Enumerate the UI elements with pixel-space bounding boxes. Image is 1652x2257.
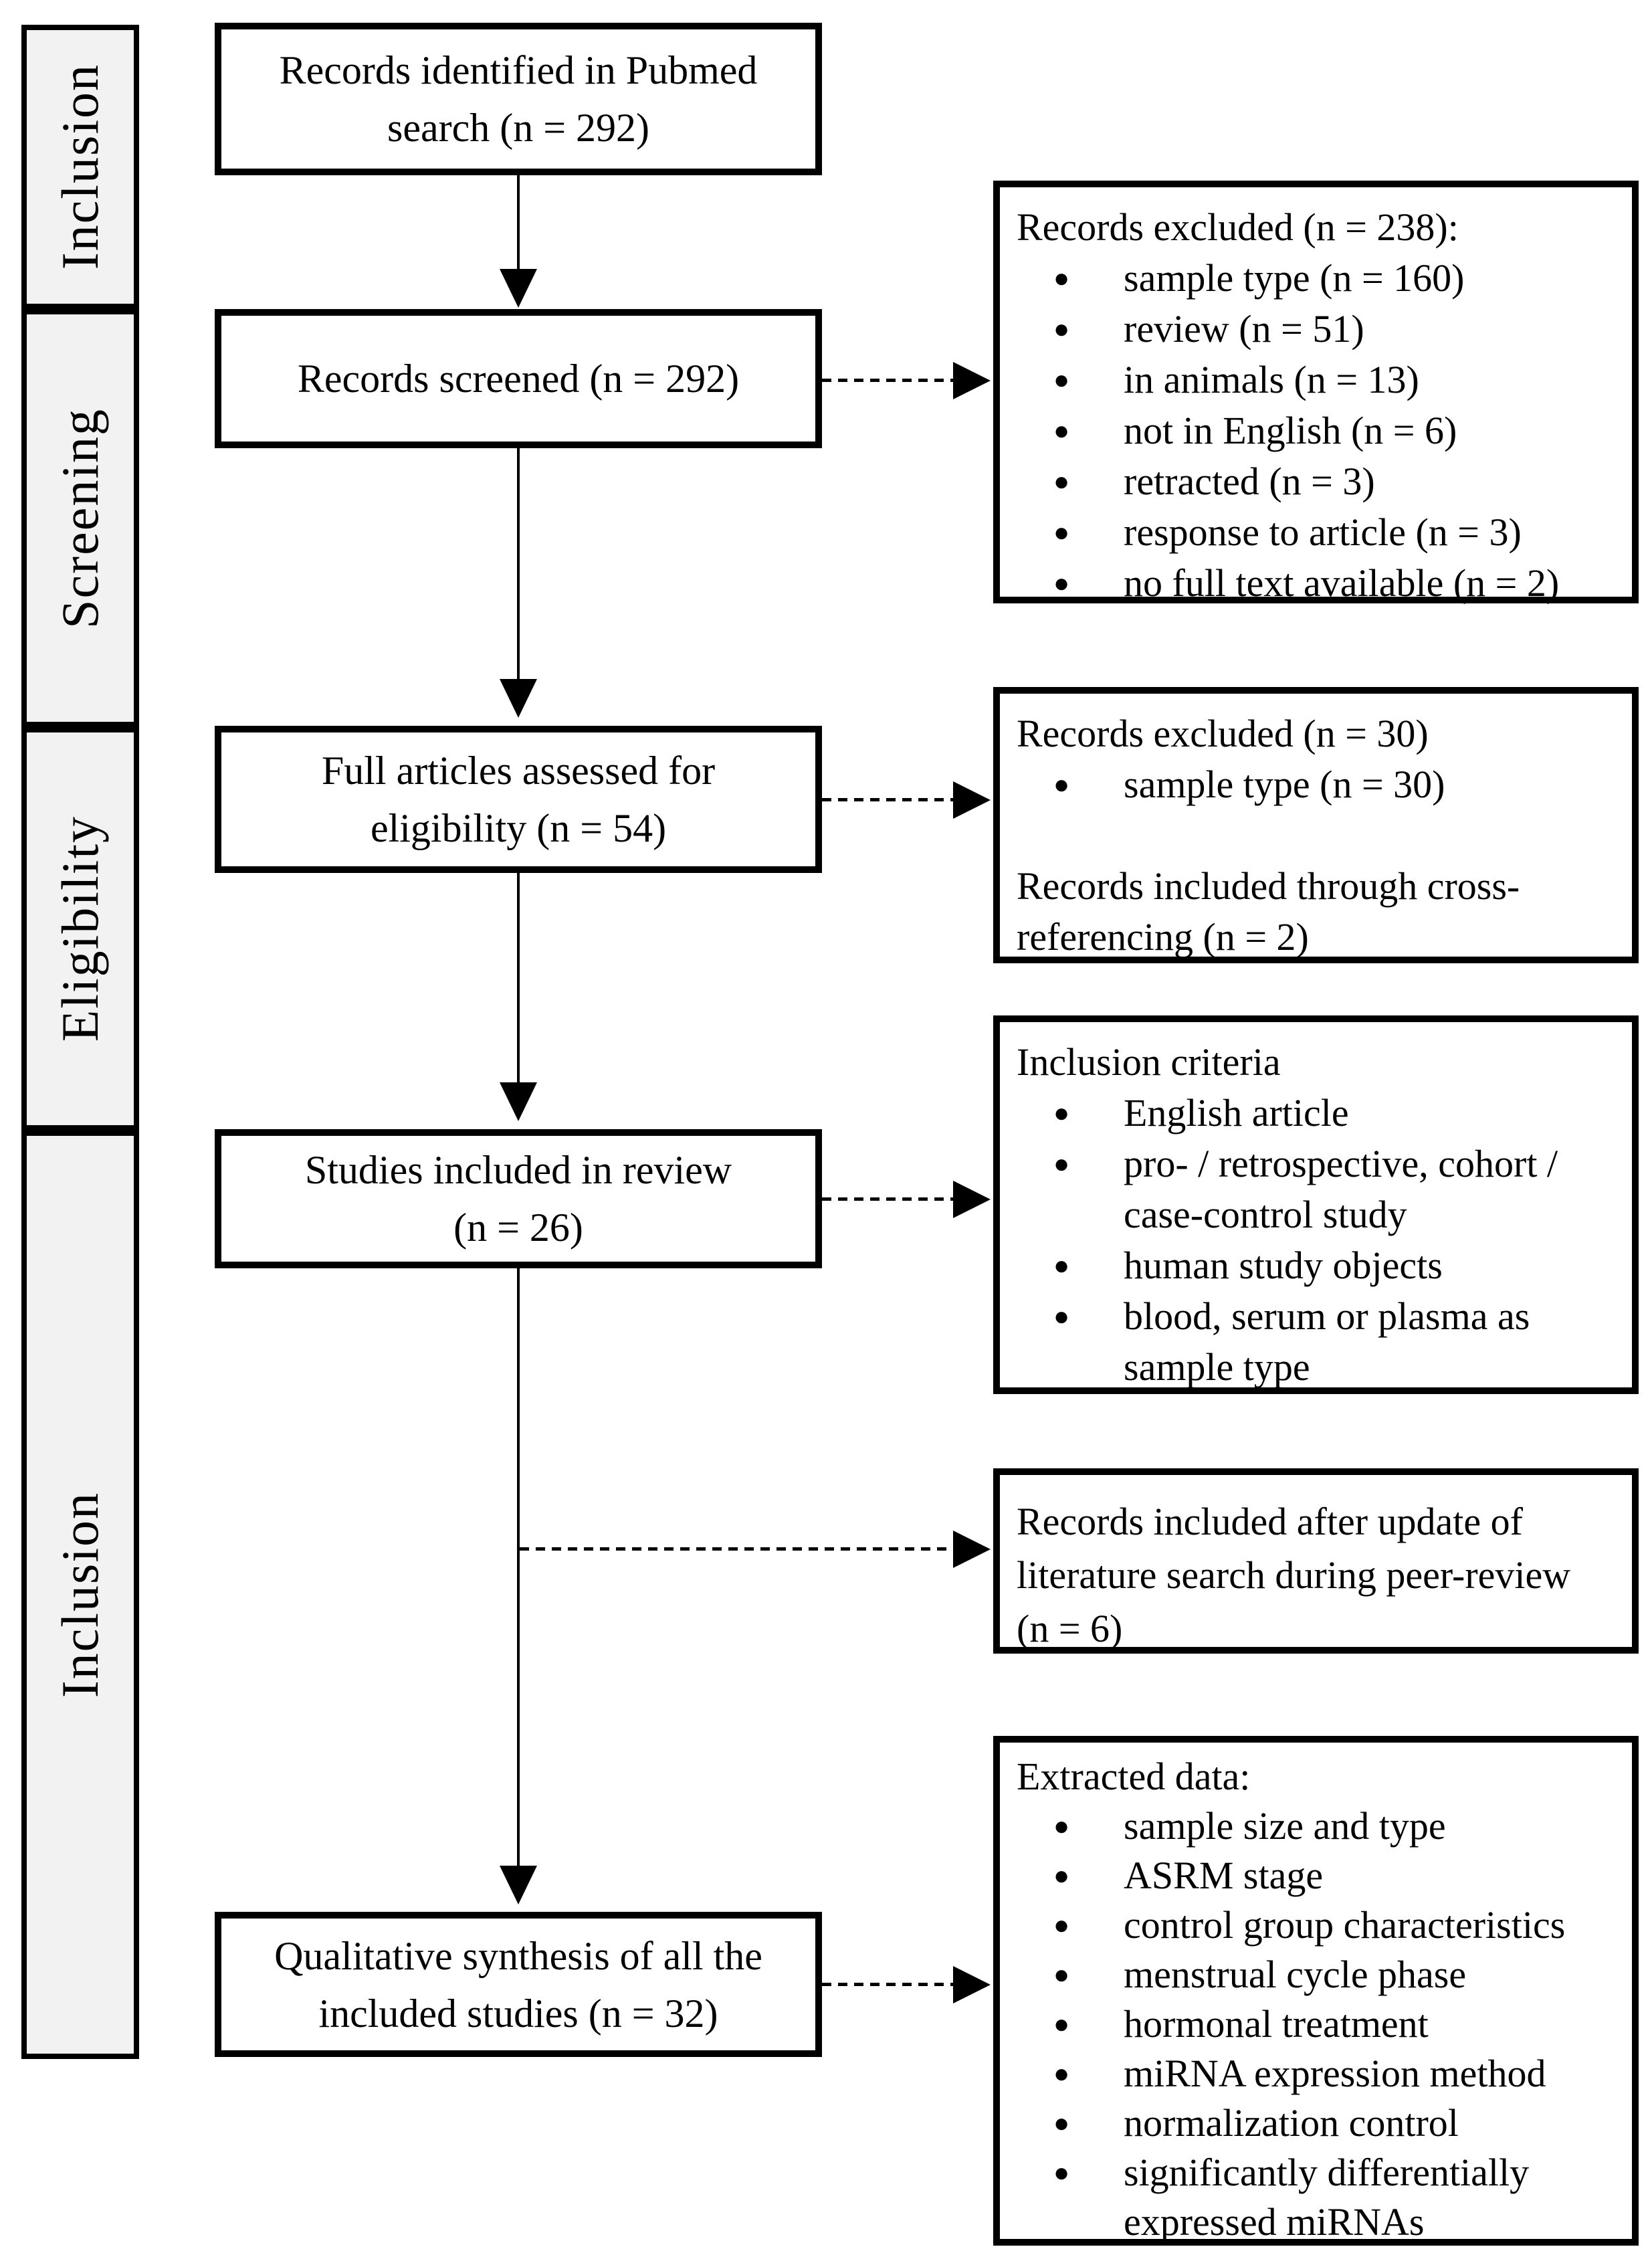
phase-box-screening: Screening <box>21 309 139 727</box>
bullet-item: sample type (n = 30) <box>1017 759 1613 810</box>
bullet-item: English article <box>1017 1088 1613 1139</box>
side-box-text-line: (n = 6) <box>1017 1607 1123 1650</box>
arrow-right-icon <box>953 1181 991 1218</box>
flow-box-line: (n = 26) <box>453 1205 583 1250</box>
flow-box-records-screened: Records screened (n = 292) <box>215 309 822 448</box>
side-box-records-excluded-eligibility: Records excluded (n = 30) sample type (n… <box>993 687 1639 963</box>
flow-box-line: Studies included in review <box>304 1148 732 1192</box>
side-box-title: Records excluded (n = 30) <box>1017 712 1429 755</box>
phase-label: Screening <box>51 407 109 629</box>
flow-box-line: Qualitative synthesis of all the <box>274 1933 762 1978</box>
bullet-item: sample size and type <box>1017 1801 1613 1851</box>
side-box-text-line: literature search during peer-review <box>1017 1553 1571 1597</box>
spacer <box>1017 810 1613 861</box>
bullet-item: no full text available (n = 2) <box>1017 558 1613 609</box>
bullet-list: English article pro- / retrospective, co… <box>1017 1088 1613 1393</box>
arrow-down-icon <box>500 269 537 308</box>
bullet-item: response to article (n = 3) <box>1017 507 1613 558</box>
flow-box-line: search (n = 292) <box>387 106 650 150</box>
side-box-title: Extracted data: <box>1017 1755 1251 1798</box>
arrow-right-icon <box>953 1966 991 2003</box>
bullet-item: pro- / retrospective, cohort / case-cont… <box>1017 1139 1613 1240</box>
flow-box-line: included studies (n = 32) <box>318 1991 718 2036</box>
bullet-item: significantly differentially expressed m… <box>1017 2148 1613 2247</box>
bullet-item: human study objects <box>1017 1240 1613 1291</box>
side-box-text-line: referencing (n = 2) <box>1017 915 1309 959</box>
phase-box-inclusion-top: Inclusion <box>21 25 139 309</box>
dashed-connector <box>520 1547 956 1551</box>
bullet-item: control group characteristics <box>1017 1900 1613 1950</box>
connector-line <box>517 175 520 270</box>
side-box-records-excluded-screening: Records excluded (n = 238): sample type … <box>993 181 1639 609</box>
bullet-list: sample type (n = 30) <box>1017 759 1613 810</box>
arrow-down-icon <box>500 1866 537 1904</box>
side-box-inclusion-criteria: Inclusion criteria English article pro- … <box>993 1015 1639 1394</box>
side-box-records-after-update: Records included after update of literat… <box>993 1468 1639 1654</box>
side-box-title: Inclusion criteria <box>1017 1040 1281 1084</box>
connector-line <box>517 448 520 679</box>
phase-label: Inclusion <box>51 1491 109 1698</box>
phase-box-eligibility: Eligibility <box>21 727 139 1131</box>
bullet-list: sample size and type ASRM stage control … <box>1017 1801 1613 2247</box>
arrow-down-icon <box>500 1082 537 1121</box>
arrow-right-icon <box>953 1531 991 1568</box>
flow-box-line: eligibility (n = 54) <box>370 806 667 850</box>
bullet-item: normalization control <box>1017 2098 1613 2148</box>
bullet-item: in animals (n = 13) <box>1017 355 1613 405</box>
flow-box-studies-included: Studies included in review (n = 26) <box>215 1129 822 1268</box>
dashed-connector <box>822 379 956 382</box>
phase-box-inclusion-bottom: Inclusion <box>21 1131 139 2059</box>
connector-line <box>517 873 520 1084</box>
flow-box-line: Records screened (n = 292) <box>297 357 740 401</box>
bullet-item: ASRM stage <box>1017 1851 1613 1900</box>
side-box-text-line: Records included through cross- <box>1017 864 1520 908</box>
flow-box-line: Records identified in Pubmed <box>279 48 758 92</box>
bullet-item: not in English (n = 6) <box>1017 405 1613 456</box>
bullet-item: retracted (n = 3) <box>1017 456 1613 507</box>
flow-box-line: Full articles assessed for <box>321 749 716 793</box>
bullet-item: review (n = 51) <box>1017 304 1613 355</box>
bullet-item: menstrual cycle phase <box>1017 1950 1613 1999</box>
bullet-list: sample type (n = 160) review (n = 51) in… <box>1017 253 1613 609</box>
dashed-connector <box>822 1983 956 1986</box>
bullet-item: hormonal treatment <box>1017 1999 1613 2049</box>
flow-box-qualitative-synthesis: Qualitative synthesis of all the include… <box>215 1912 822 2057</box>
phase-label: Eligibility <box>51 815 109 1042</box>
arrow-right-icon <box>953 781 991 819</box>
side-box-extracted-data: Extracted data: sample size and type ASR… <box>993 1736 1639 2246</box>
flow-box-records-identified: Records identified in Pubmed search (n =… <box>215 23 822 175</box>
dashed-connector <box>822 1197 956 1201</box>
bullet-item: sample type (n = 160) <box>1017 253 1613 304</box>
connector-line <box>517 1268 520 1867</box>
arrow-down-icon <box>500 679 537 718</box>
dashed-connector <box>822 798 956 801</box>
bullet-item: miRNA expression method <box>1017 2049 1613 2098</box>
phase-label: Inclusion <box>51 64 109 270</box>
bullet-item: blood, serum or plasma as sample type <box>1017 1291 1613 1393</box>
side-box-text-line: Records included after update of <box>1017 1500 1523 1543</box>
side-box-title: Records excluded (n = 238): <box>1017 205 1459 249</box>
arrow-right-icon <box>953 362 991 399</box>
flow-box-full-articles-assessed: Full articles assessed for eligibility (… <box>215 726 822 873</box>
